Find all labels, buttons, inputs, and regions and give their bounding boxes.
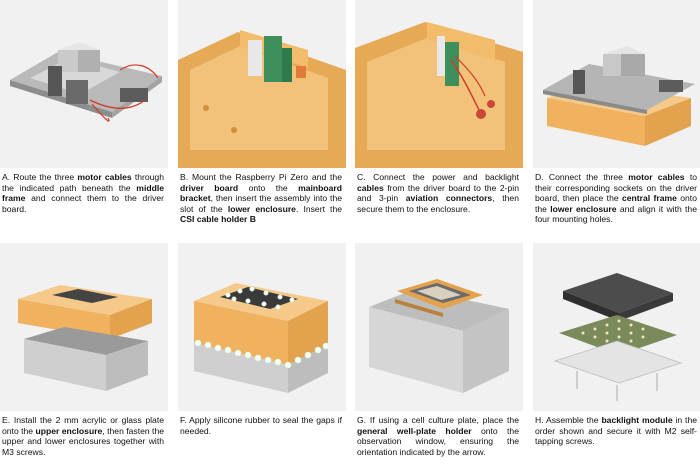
- step-c-caption: C. Connect the power and backlight cable…: [357, 172, 519, 214]
- caption-text: , then fasten the upper and lower enclos…: [2, 425, 165, 457]
- step-g-illustration: [355, 243, 523, 411]
- caption-text: A. Route the three: [2, 172, 78, 182]
- caption-bold-term: driver board: [180, 182, 239, 193]
- caption-text: , then insert the assembly into the slot…: [180, 193, 342, 214]
- step-e-caption: E. Install the 2 mm acrylic or glass pla…: [2, 415, 164, 457]
- lower-enclosure-mainboard-image: [178, 0, 346, 168]
- caption-text: G. If using a cell culture plate, place …: [357, 415, 519, 425]
- step-g-caption: G. If using a cell culture plate, place …: [357, 415, 519, 457]
- caption-bold-term: middle frame: [2, 182, 164, 204]
- step-h-caption: H. Assemble the backlight module in the …: [535, 415, 697, 447]
- well-plate-holder-image: [355, 243, 523, 411]
- caption-text: , then secure them to the enclosure.: [357, 193, 519, 214]
- caption-bold-term: motor cables: [628, 172, 685, 182]
- caption-text: D. Connect the three: [535, 172, 629, 182]
- caption-bold-term: central frame: [621, 193, 677, 204]
- backlight-module-image: [533, 243, 700, 411]
- caption-text: from the driver board to the 2-pin and 3…: [357, 182, 519, 204]
- step-d-caption: D. Connect the three motor cables to the…: [535, 172, 697, 225]
- central-frame-on-enclosure-image: [533, 0, 700, 168]
- caption-text: onto the: [238, 182, 299, 193]
- step-f-illustration: [178, 243, 346, 411]
- step-c-illustration: [355, 0, 523, 168]
- step-d-illustration: [533, 0, 700, 168]
- caption-bold-term: cables: [357, 182, 384, 193]
- caption-text: and connect them to the driver board.: [2, 193, 164, 214]
- caption-text: in the order shown and secure it with M2…: [535, 415, 697, 447]
- caption-text: H. Assemble the: [535, 415, 602, 425]
- step-b-illustration: [178, 0, 346, 168]
- caption-bold-term: CSI cable holder B: [180, 214, 256, 225]
- step-a-illustration: [0, 0, 168, 168]
- caption-text: F. Apply silicone rubber to seal the gap…: [180, 415, 342, 436]
- middle-frame-cable-routing-image: [0, 0, 168, 168]
- caption-text: onto the observation window, ensuring th…: [357, 425, 519, 457]
- caption-bold-term: lower enclosure: [227, 203, 296, 214]
- caption-text: B. Mount the Raspberry Pi Zero and the: [180, 172, 342, 182]
- step-e-illustration: [0, 243, 168, 411]
- caption-text: onto the: [535, 193, 697, 214]
- caption-text: . Insert the: [295, 203, 343, 214]
- caption-text: through the indicated path beneath the: [2, 172, 164, 193]
- caption-bold-term: backlight module: [601, 415, 673, 425]
- step-b-caption: B. Mount the Raspberry Pi Zero and the d…: [180, 172, 342, 225]
- upper-lower-enclosure-image: [0, 243, 168, 411]
- step-h-illustration: [533, 243, 700, 411]
- caption-text: to their corresponding sockets on the dr…: [535, 172, 697, 204]
- caption-bold-term: aviation connectors: [405, 193, 493, 204]
- caption-text: and align it with the four mounting hole…: [535, 203, 697, 225]
- step-a-caption: A. Route the three motor cables through …: [2, 172, 164, 214]
- caption-bold-term: mainboard bracket: [180, 182, 342, 204]
- caption-text: C. Connect the power and backlight: [357, 172, 519, 182]
- aviation-connectors-image: [355, 0, 523, 168]
- caption-bold-term: upper enclosure: [35, 425, 103, 436]
- caption-bold-term: motor cables: [77, 172, 132, 182]
- step-f-caption: F. Apply silicone rubber to seal the gap…: [180, 415, 342, 436]
- caption-bold-term: lower enclosure: [550, 203, 617, 214]
- caption-bold-term: general well-plate holder: [357, 425, 472, 436]
- caption-text: E. Install the 2 mm acrylic or glass pla…: [2, 415, 164, 436]
- silicone-seal-image: [178, 243, 346, 411]
